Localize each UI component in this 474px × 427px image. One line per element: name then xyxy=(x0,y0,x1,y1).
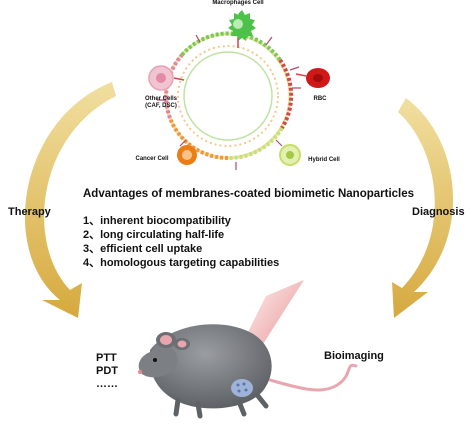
macrophage-cell-icon xyxy=(228,10,256,41)
therapy-item: PDT xyxy=(96,365,118,377)
diagnosis-label: Diagnosis xyxy=(412,206,465,218)
rbc-label: RBC xyxy=(313,96,327,102)
cancer-cell-icon xyxy=(177,145,197,165)
red-blood-cell-icon xyxy=(306,68,330,88)
cancer-cell-label: Cancer Cell xyxy=(135,156,169,162)
advantages-title: Advantages of membranes-coated biomimeti… xyxy=(83,188,415,200)
other-cells-label: Other Cells (CAF, DSC) xyxy=(134,96,188,110)
bioimaging-label: Bioimaging xyxy=(324,350,384,362)
advantage-item: 2、long circulating half-life xyxy=(83,229,225,241)
tumor-icon xyxy=(231,379,253,397)
therapy-item: PTT xyxy=(96,352,117,364)
hybrid-cell-label: Hybrid Cell xyxy=(308,157,340,163)
diagnosis-arrow xyxy=(392,98,454,318)
therapy-list: PTT PDT …… xyxy=(96,352,118,391)
hybrid-cell-icon xyxy=(279,144,301,166)
other-pointer xyxy=(173,77,185,81)
macrophage-label: Macrophages Cell xyxy=(212,0,264,6)
advantage-item: 1、inherent biocompatibility xyxy=(83,215,231,227)
other-cells-label-line1: Other Cells xyxy=(144,96,177,102)
therapy-item: …… xyxy=(96,378,118,390)
rbc-pointer xyxy=(295,73,307,77)
therapy-arrow xyxy=(24,82,116,318)
advantage-item: 3、efficient cell uptake xyxy=(83,243,203,255)
advantage-item: 4、homologous targeting capabilities xyxy=(83,257,280,269)
other-cells-label-line2: (CAF, DSC) xyxy=(145,103,177,109)
other-cell-icon xyxy=(148,65,174,91)
therapy-label: Therapy xyxy=(8,206,51,218)
mouse-icon xyxy=(138,324,358,419)
